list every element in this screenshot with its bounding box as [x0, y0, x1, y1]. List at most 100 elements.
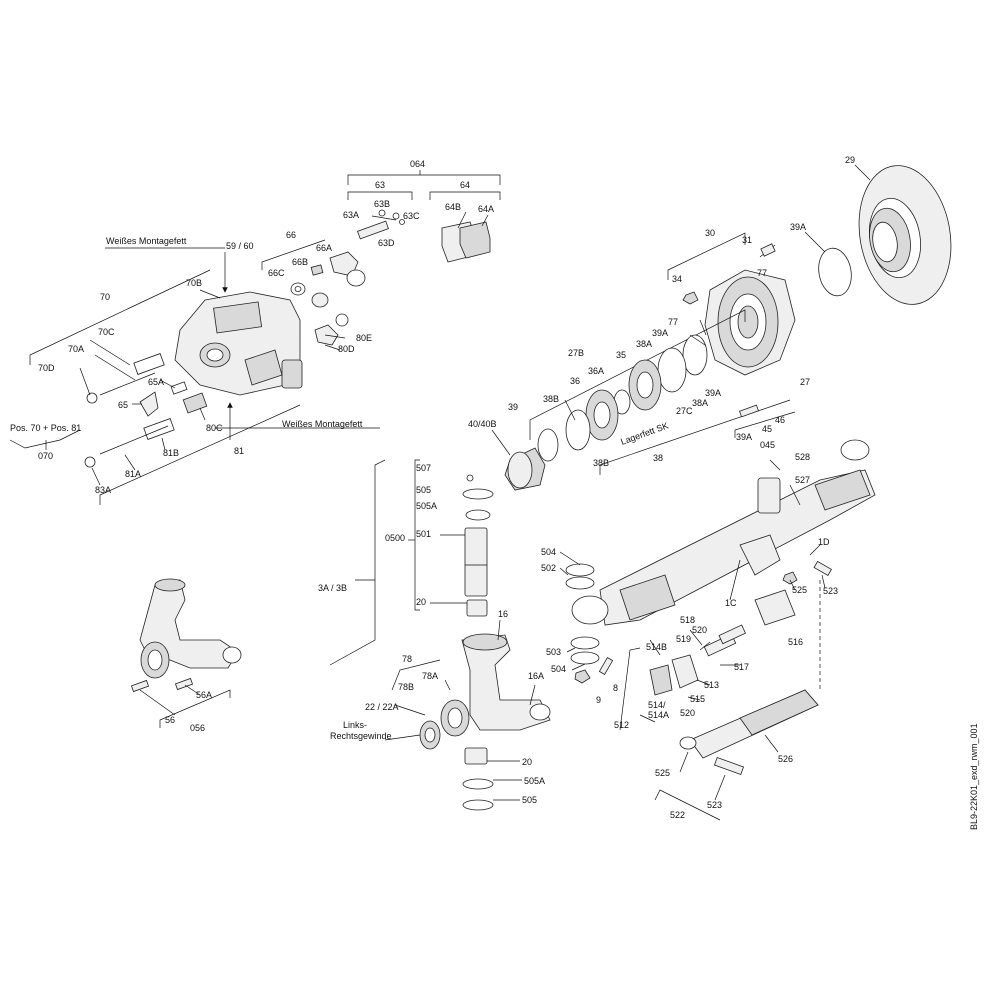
kingpin-group: [329, 459, 551, 811]
label-64b: 64B: [445, 202, 461, 212]
label-39a-4: 39A: [736, 432, 752, 442]
label-505-2: 505: [522, 795, 537, 805]
note-thread-2: Rechtsgewinde: [330, 731, 392, 741]
brake-pad-64a: [459, 221, 491, 259]
label-38a-2: 38A: [692, 398, 708, 408]
label-517: 517: [734, 662, 749, 672]
label-35: 35: [616, 350, 626, 360]
label-30: 30: [705, 228, 715, 238]
label-502: 502: [541, 563, 556, 573]
label-70a: 70A: [68, 344, 84, 354]
label-528: 528: [795, 452, 810, 462]
label-3a-3b: 3A / 3B: [318, 583, 347, 593]
callout-labels: 064 63 64 63A 63B 63C 63D 64B 64A 66 66A…: [10, 155, 979, 830]
label-515: 515: [690, 694, 705, 704]
label-505-1: 505: [416, 485, 431, 495]
label-512: 512: [614, 720, 629, 730]
label-63c: 63C: [403, 211, 420, 221]
label-81: 81: [234, 446, 244, 456]
bracket-516: [754, 589, 796, 626]
label-520-1: 520: [692, 625, 707, 635]
label-66b: 66B: [292, 257, 308, 267]
label-16a: 16A: [528, 671, 544, 681]
label-056: 056: [190, 723, 205, 733]
label-78: 78: [402, 654, 412, 664]
axle-beam-group: [559, 439, 876, 690]
label-39: 39: [508, 402, 518, 412]
label-40-40b: 40/40B: [468, 419, 497, 429]
hub-bearing-group: [491, 164, 952, 491]
label-22-22a: 22 / 22A: [365, 702, 399, 712]
label-63a: 63A: [343, 210, 359, 220]
label-70: 70: [100, 292, 110, 302]
label-504-2: 504: [551, 664, 566, 674]
label-45: 45: [762, 424, 772, 434]
label-525-1: 525: [792, 585, 807, 595]
label-045: 045: [760, 440, 775, 450]
label-518: 518: [680, 615, 695, 625]
label-78b: 78B: [398, 682, 414, 692]
label-36a: 36A: [588, 366, 604, 376]
label-36: 36: [570, 376, 580, 386]
label-501: 501: [416, 529, 431, 539]
ball-joint-513: [671, 654, 699, 689]
label-514b: 514B: [646, 642, 667, 652]
label-522: 522: [670, 810, 685, 820]
label-63d: 63D: [378, 238, 395, 248]
label-65: 65: [118, 400, 128, 410]
cap-65: [139, 391, 159, 417]
label-39a-1: 39A: [790, 222, 806, 232]
label-526: 526: [778, 754, 793, 764]
label-0500: 0500: [385, 533, 405, 543]
label-519: 519: [676, 634, 691, 644]
label-56: 56: [165, 715, 175, 725]
label-81a: 81A: [125, 469, 141, 479]
drawing-id-text: BL9-22K01_exd_rwm_001: [969, 723, 979, 830]
label-070: 070: [38, 451, 53, 461]
label-83a: 83A: [95, 485, 111, 495]
note-thread-1: Links-: [343, 720, 367, 730]
label-70d: 70D: [38, 363, 55, 373]
label-520-2: 520: [680, 708, 695, 718]
label-66a: 66A: [316, 243, 332, 253]
label-20-1: 20: [416, 597, 426, 607]
label-523-1: 523: [823, 586, 838, 596]
label-63: 63: [375, 180, 385, 190]
label-29: 29: [845, 155, 855, 165]
label-31: 31: [742, 235, 752, 245]
label-503: 503: [546, 647, 561, 657]
label-38a-1: 38A: [636, 339, 652, 349]
label-38: 38: [653, 453, 663, 463]
label-66c: 66C: [268, 268, 285, 278]
label-38b-2: 38B: [593, 458, 609, 468]
note-pos: Pos. 70 + Pos. 81: [10, 423, 81, 433]
label-81b: 81B: [163, 448, 179, 458]
label-78a: 78A: [422, 671, 438, 681]
label-66: 66: [286, 230, 296, 240]
label-59-60: 59 / 60: [226, 241, 254, 251]
label-064: 064: [410, 159, 425, 169]
kingpin-501: [464, 527, 488, 597]
label-514-slash: 514/: [648, 700, 666, 710]
label-38b-1: 38B: [543, 394, 559, 404]
label-64: 64: [460, 180, 470, 190]
label-27c: 27C: [676, 406, 693, 416]
label-1d: 1D: [818, 537, 830, 547]
label-70b: 70B: [186, 278, 202, 288]
label-39a-2: 39A: [652, 328, 668, 338]
label-505a-1: 505A: [416, 501, 437, 511]
guide-sleeve-66a: [329, 251, 359, 277]
label-80d: 80D: [338, 344, 355, 354]
label-64a: 64A: [478, 204, 494, 214]
tie-rod-group: [574, 624, 819, 821]
label-513: 513: [704, 680, 719, 690]
label-20-2: 20: [522, 757, 532, 767]
label-516: 516: [788, 637, 803, 647]
label-65a: 65A: [148, 377, 164, 387]
label-70c: 70C: [98, 327, 115, 337]
label-77-2: 77: [668, 317, 678, 327]
label-39a-3: 39A: [705, 388, 721, 398]
label-514a: 514A: [648, 710, 669, 720]
label-523-2: 523: [707, 800, 722, 810]
label-63b: 63B: [374, 199, 390, 209]
